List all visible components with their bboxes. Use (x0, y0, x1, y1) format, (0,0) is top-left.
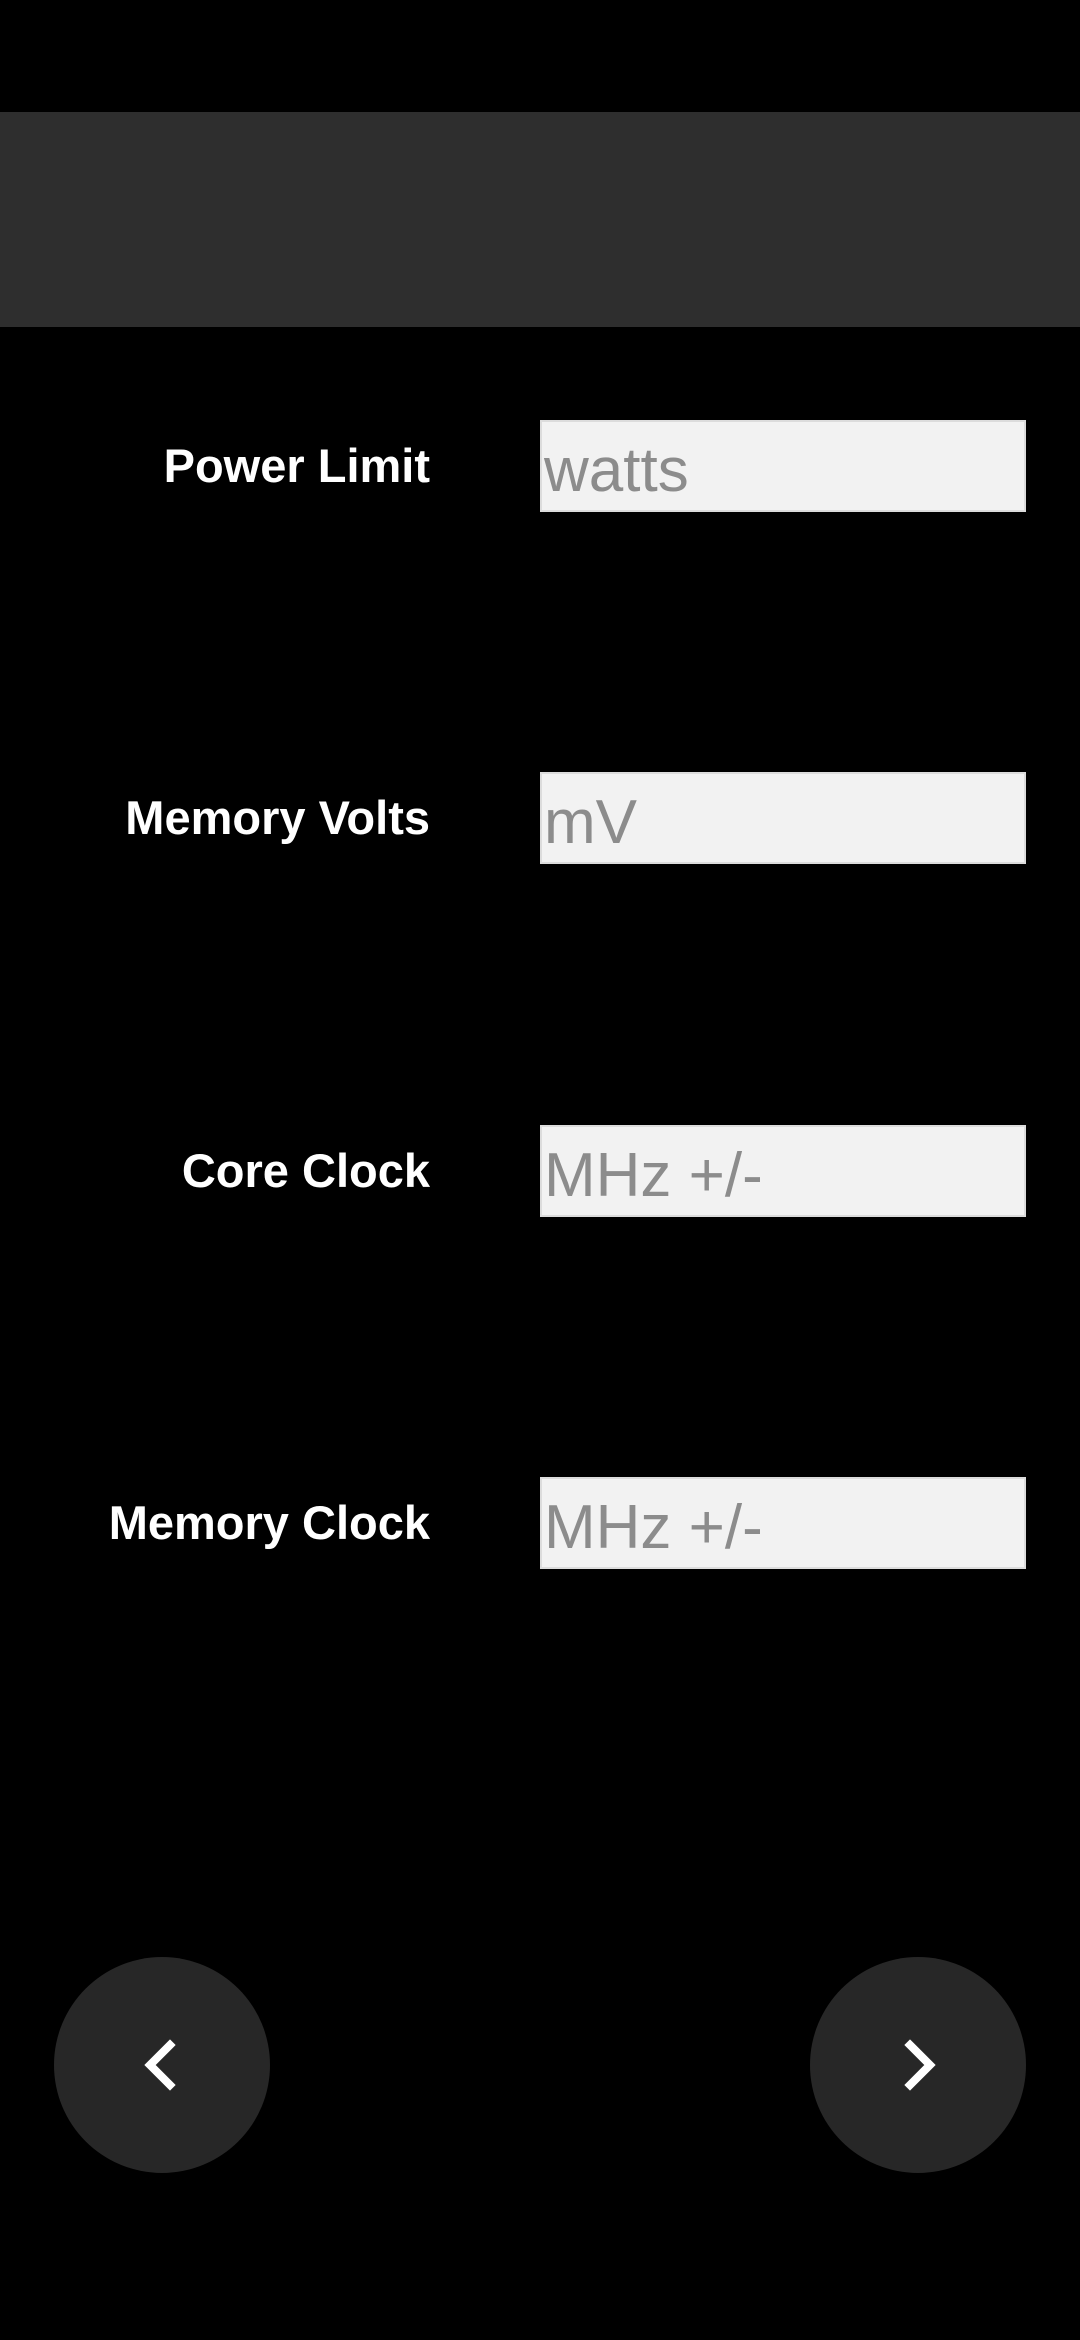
memory-clock-label: Memory Clock (108, 1496, 430, 1549)
next-button[interactable] (810, 1957, 1026, 2173)
memory-volts-input[interactable] (540, 772, 1026, 864)
power-limit-label: Power Limit (163, 439, 430, 492)
core-clock-label: Core Clock (181, 1144, 430, 1197)
status-bar (0, 0, 1080, 112)
chevron-right-icon (904, 2039, 936, 2091)
power-limit-row: Power Limit (0, 420, 1080, 512)
core-clock-row: Core Clock (0, 1125, 1080, 1217)
memory-clock-input[interactable] (540, 1477, 1026, 1569)
memory-volts-row: Memory Volts (0, 772, 1080, 864)
memory-volts-label: Memory Volts (125, 791, 430, 844)
core-clock-input[interactable] (540, 1125, 1026, 1217)
previous-button[interactable] (54, 1957, 270, 2173)
chevron-left-icon (144, 2039, 176, 2091)
power-limit-input[interactable] (540, 420, 1026, 512)
app-toolbar (0, 112, 1080, 327)
memory-clock-row: Memory Clock (0, 1477, 1080, 1569)
